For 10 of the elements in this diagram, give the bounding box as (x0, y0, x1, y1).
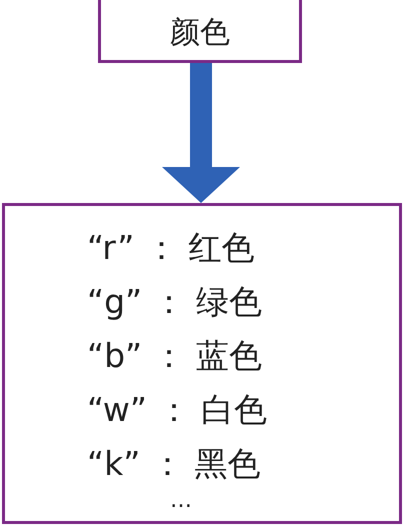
box-title: 颜色 (169, 14, 231, 52)
color-code-line: “w” ： 白色 (87, 389, 267, 431)
color-code-line: “g” ： 绿色 (87, 281, 262, 323)
ellipsis: … (170, 488, 192, 513)
title-box (98, 0, 302, 63)
color-code-box (2, 203, 402, 524)
color-code-line: “r” ： 红色 (87, 227, 254, 269)
color-code-line: “b” ： 蓝色 (87, 335, 262, 377)
arrow (162, 63, 240, 203)
color-code-line: “k” ： 黑色 (87, 443, 260, 485)
